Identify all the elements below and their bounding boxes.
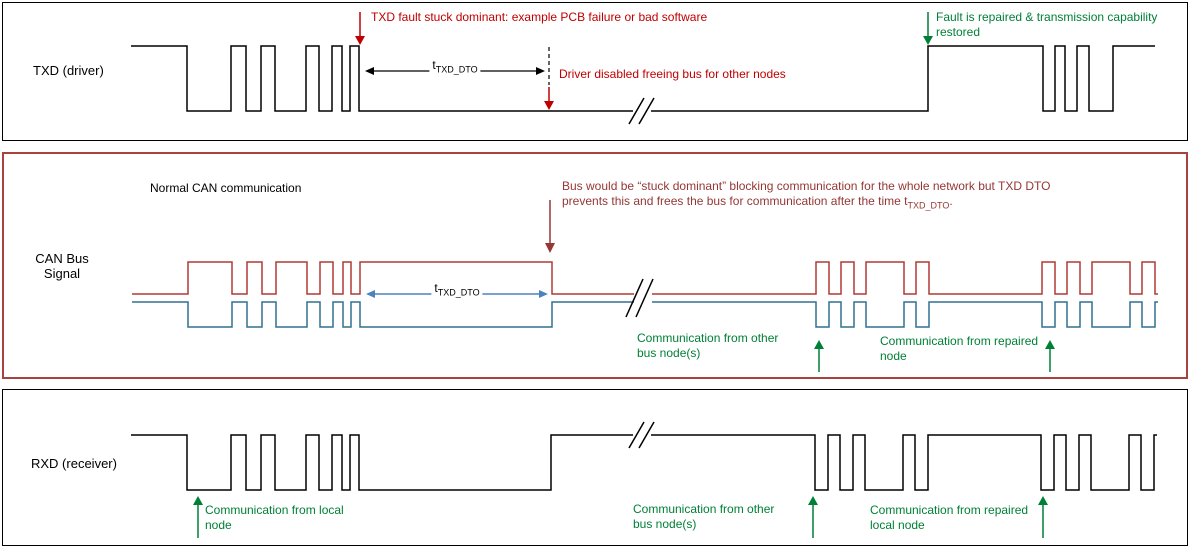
fault-repaired-arrow-icon	[923, 12, 933, 45]
stuck-dominant-note: Bus would be “stuck dominant” blocking c…	[562, 179, 1051, 211]
repaired-local-node-note: Communication from repaired local node	[870, 503, 1029, 532]
stuck-dominant-arrow-icon	[545, 200, 555, 253]
other-nodes-arrow-icon	[814, 340, 824, 372]
rxd-panel-label: RXD (receiver)	[31, 456, 117, 471]
time-break-icon	[628, 97, 655, 125]
other-nodes-note: Communication from other bus node(s)	[637, 331, 779, 360]
time-break-icon	[625, 278, 654, 318]
txd-waveform-after-break	[651, 45, 1155, 112]
fault-repaired-note: Fault is repaired & transmission capabil…	[936, 10, 1158, 39]
time-break-icon	[628, 421, 655, 449]
fault-arrow-icon	[355, 12, 365, 45]
rxd-waveform-canvas	[131, 421, 1157, 538]
txd-waveform	[131, 45, 633, 112]
repaired-local-node-arrow-icon	[1038, 496, 1048, 538]
can-waveform-canvas	[132, 200, 1158, 372]
other-nodes-note: Communication from other bus node(s)	[633, 502, 775, 531]
txd-dto-time-label: tTXD_DTO	[429, 59, 481, 77]
repaired-node-note: Communication from repaired node	[880, 334, 1039, 363]
canl-waveform	[132, 301, 634, 328]
txd-panel-label: TXD (driver)	[33, 63, 104, 78]
repaired-node-arrow-icon	[1045, 340, 1055, 372]
local-node-note: Communication from local node	[205, 503, 344, 532]
canl-waveform-after-break	[652, 301, 1158, 328]
driver-disabled-arrow-icon	[544, 87, 554, 110]
rxd-waveform-after-break	[651, 434, 1157, 491]
other-nodes-arrow-icon	[808, 496, 818, 538]
canh-waveform-after-break	[652, 261, 1158, 295]
canh-waveform	[132, 261, 634, 295]
driver-disabled-note: Driver disabled freeing bus for other no…	[559, 67, 786, 81]
can-bus-panel: CAN Bus Signal Normal CAN communication …	[2, 152, 1188, 379]
txd-fault-note: TXD fault stuck dominant: example PCB fa…	[371, 10, 708, 24]
rxd-waveform	[131, 434, 633, 491]
local-node-arrow-icon	[193, 496, 203, 538]
normal-communication-note: Normal CAN communication	[150, 181, 302, 195]
txd-driver-panel: TXD (driver) TXD fault stuck dominant: e…	[2, 2, 1188, 141]
can-dto-time-label: tTXD_DTO	[431, 282, 483, 300]
rxd-receiver-panel: RXD (receiver) Communication from local …	[2, 389, 1188, 546]
can-panel-label: CAN Bus Signal	[35, 251, 89, 281]
